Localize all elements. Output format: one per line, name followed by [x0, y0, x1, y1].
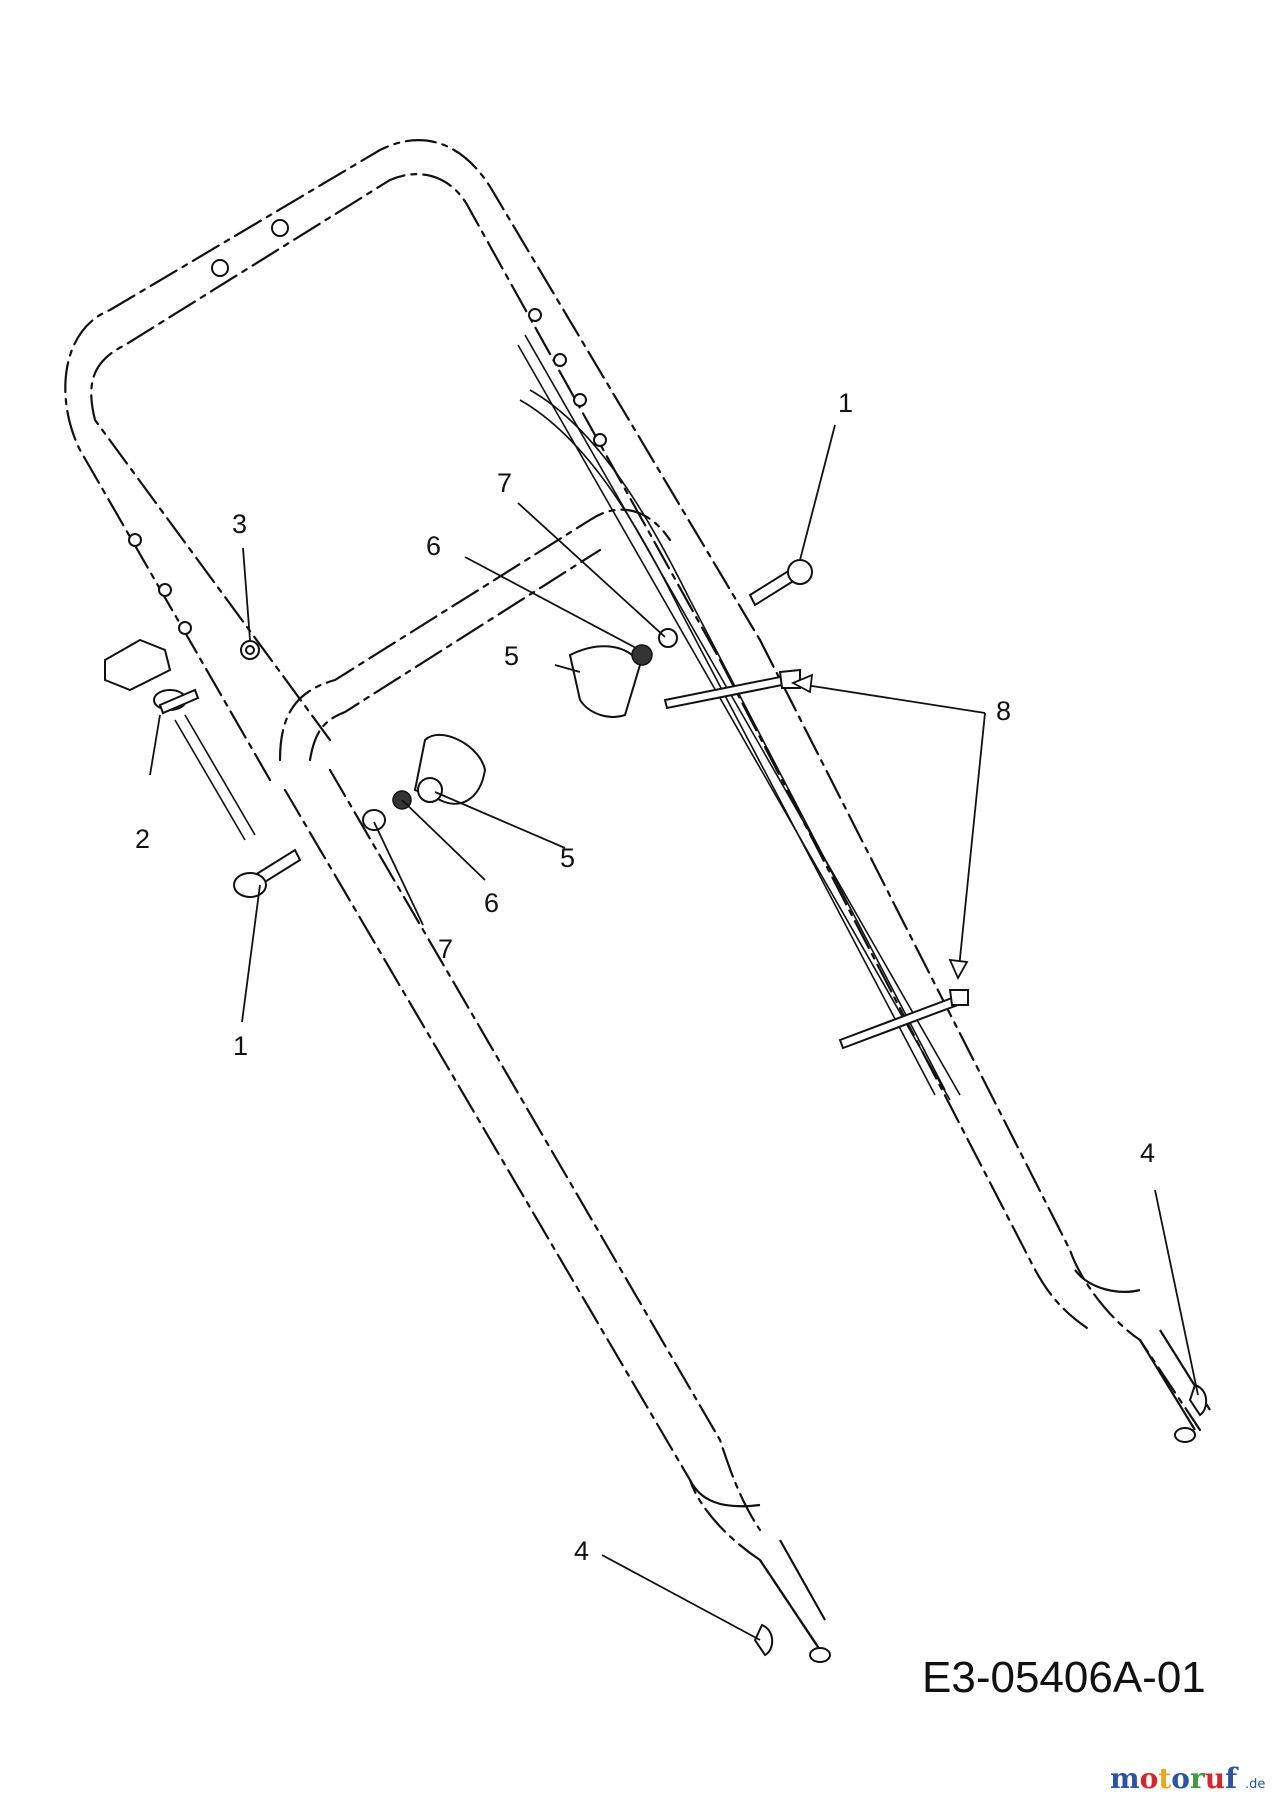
- callout-8: 8: [996, 696, 1011, 726]
- watermark-logo: motoruf .de: [1110, 1762, 1265, 1795]
- cable-tie-upper: [663, 668, 801, 710]
- lower-left-leg: [283, 768, 831, 1663]
- callout-4-right: 4: [1140, 1138, 1155, 1168]
- svg-text:motoruf: motoruf: [1110, 1762, 1239, 1795]
- callout-5-lower: 5: [560, 843, 575, 873]
- cable-knob: [104, 638, 256, 841]
- wing-knob-upper: [568, 628, 678, 718]
- callout-4-left: 4: [574, 1536, 589, 1566]
- svg-text:.de: .de: [1245, 1777, 1265, 1792]
- lower-right-leg: [718, 638, 1211, 1443]
- carriage-bolt-right: [748, 559, 813, 607]
- callout-3: 3: [232, 509, 247, 539]
- callout-1-left: 1: [233, 1031, 248, 1061]
- upper-handle: [64, 139, 762, 782]
- hairpin-clip-left: [753, 1623, 774, 1657]
- hairpin-clip-right: [1188, 1383, 1208, 1417]
- cable-tie-lower: [838, 989, 969, 1050]
- watermark-letter: m: [1110, 1762, 1140, 1795]
- arrowheads: [790, 673, 969, 981]
- watermark-letter: u: [1205, 1762, 1225, 1795]
- nut: [240, 640, 260, 660]
- control-cables: [517, 334, 961, 1101]
- callout-1-right: 1: [838, 388, 853, 418]
- callout-7-lower: 7: [438, 934, 453, 964]
- callout-6-upper: 6: [426, 531, 441, 561]
- callout-2: 2: [135, 824, 150, 854]
- watermark-letter: f: [1225, 1762, 1239, 1795]
- carriage-bolt-left: [233, 848, 302, 898]
- drawing-number: E3-05406A-01: [922, 1653, 1206, 1702]
- callout-7-upper: 7: [497, 468, 512, 498]
- callout-6-lower: 6: [484, 888, 499, 918]
- watermark-letter: t: [1158, 1762, 1171, 1795]
- callout-5-upper: 5: [504, 641, 519, 671]
- watermark-letter: r: [1190, 1762, 1206, 1795]
- watermark-letter: o: [1171, 1762, 1190, 1795]
- wing-knob-lower: [362, 733, 487, 831]
- callout-labels: 1 1 2 3 4 4 5 5 6 6 7 7 8: [135, 388, 1155, 1566]
- watermark-letter: o: [1140, 1762, 1159, 1795]
- leader-lines: [149, 424, 1199, 1641]
